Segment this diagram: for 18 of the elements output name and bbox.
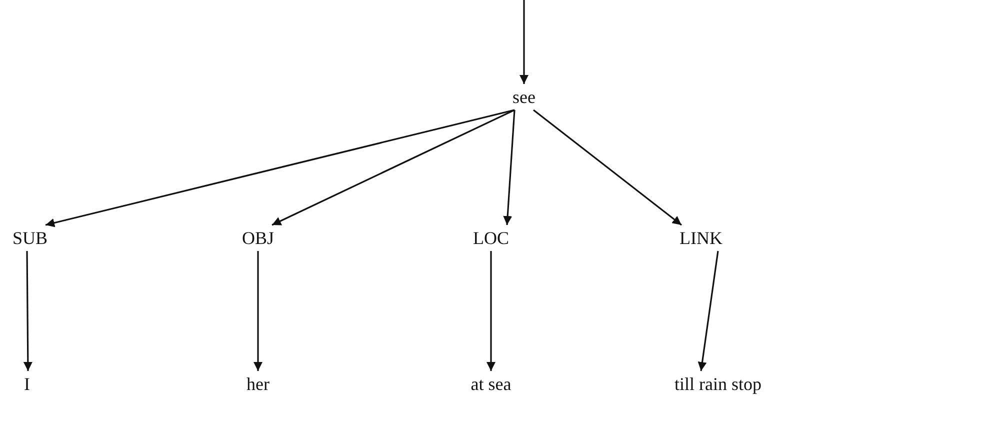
arrow [533,109,682,226]
arrow [486,251,496,371]
node-label: SUB [10,227,50,249]
node-label: at sea [468,373,514,395]
node-label: till rain stop [672,373,764,395]
arrow [503,110,516,226]
arrow [698,250,719,372]
node-label: see [510,86,538,108]
arrow [520,0,528,84]
node-label: LINK [678,227,724,249]
node-label: her [244,373,272,395]
arrow [23,251,32,371]
node-label: I [22,373,32,395]
arrow [45,109,515,228]
node-label: LOC [471,227,511,249]
arrow [254,251,262,371]
arrow [272,109,515,226]
node-label: OBJ [240,227,276,249]
